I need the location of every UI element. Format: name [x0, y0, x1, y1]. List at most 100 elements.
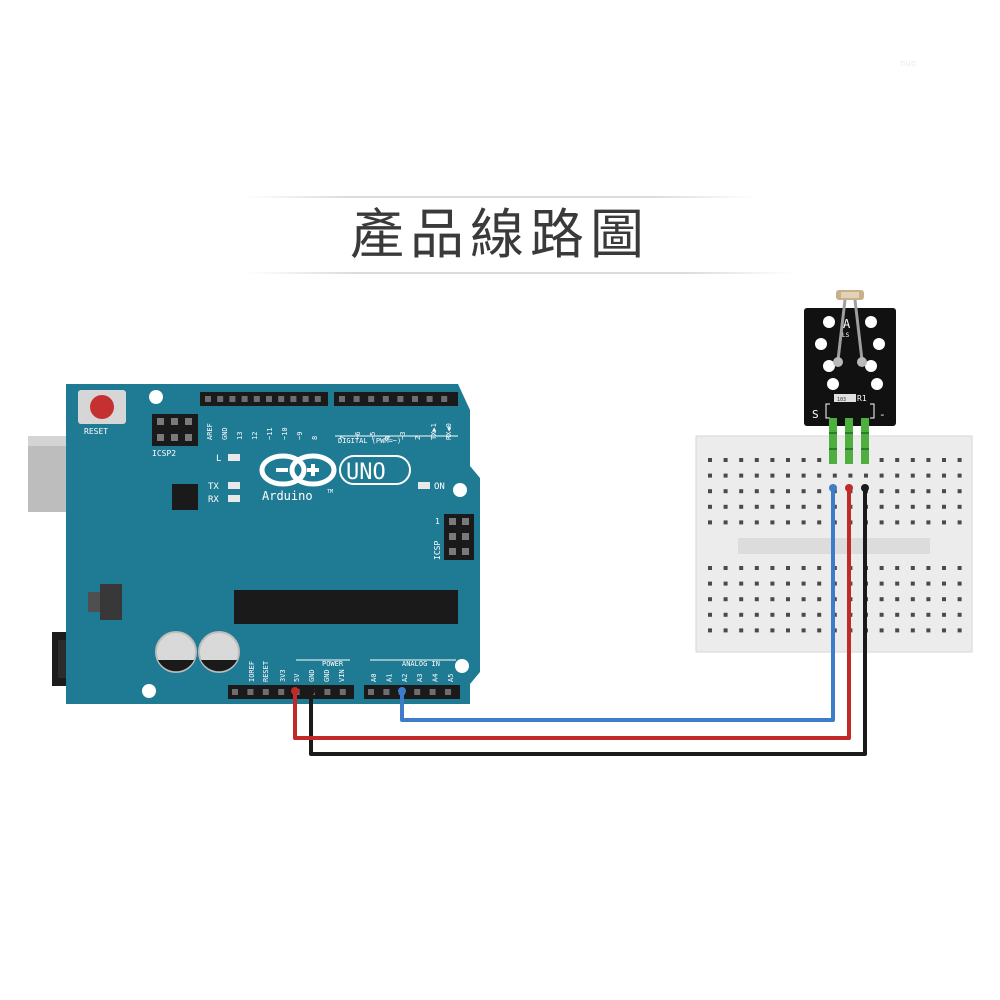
header-pin	[368, 396, 375, 402]
power-header	[228, 685, 354, 699]
breadboard-hole	[848, 473, 853, 478]
watermark: nuo	[900, 59, 916, 69]
digital-pin-holes	[205, 396, 448, 402]
breadboard-hole	[910, 612, 915, 617]
breadboard-hole	[926, 504, 931, 509]
ldr-leg	[853, 299, 864, 361]
power-pin-label: RESET	[262, 660, 270, 682]
digital-pin-label: 12	[251, 432, 259, 440]
breadboard-hole	[957, 597, 962, 602]
digital-pin-label: TX▶1	[430, 423, 438, 440]
digital-label: DIGITAL (PWM=~)	[338, 437, 401, 445]
header-pin	[353, 396, 360, 402]
breadboard-hole	[957, 612, 962, 617]
breadboard-hole	[879, 566, 884, 570]
breadboard-hole	[879, 581, 884, 586]
sensor-mount-hole	[865, 360, 877, 372]
breadboard-hole	[786, 628, 790, 633]
header-pin	[278, 689, 285, 695]
breadboard-hole	[786, 612, 790, 617]
regulator-tab	[88, 592, 100, 612]
digital-pin-label: 2	[414, 436, 422, 440]
icsp-header	[444, 514, 474, 560]
breadboard-hole	[879, 458, 884, 462]
header-pin	[205, 396, 211, 402]
breadboard-hole	[926, 628, 931, 633]
title-rule-top	[245, 196, 755, 198]
analog-header	[364, 685, 460, 699]
breadboard-hole	[708, 520, 712, 525]
sensor-mount-hole	[823, 316, 835, 328]
atmega-chip	[234, 590, 458, 624]
mounting-hole	[453, 483, 467, 497]
digital-pin-label: RX◀0	[445, 423, 453, 440]
breadboard-hole	[801, 628, 806, 633]
breadboard-hole	[723, 504, 728, 509]
breadboard-hole	[910, 597, 915, 602]
breadboard-hole	[817, 566, 822, 570]
sensor-mount-hole	[815, 338, 827, 350]
sensor-pin-s	[829, 418, 837, 464]
wire-end	[291, 687, 299, 695]
breadboard-hole	[942, 458, 946, 462]
breadboard-hole	[879, 489, 884, 494]
power-pin-label: GND	[323, 669, 331, 682]
breadboard-hole	[817, 628, 822, 633]
breadboard-hole	[942, 566, 946, 570]
header-pin	[262, 689, 269, 695]
breadboard-hole	[723, 566, 728, 570]
breadboard-hole	[801, 473, 806, 478]
photoresistor-module: A LS 103 R1 S -	[804, 290, 896, 464]
breadboard-hole	[957, 473, 962, 478]
led-on	[418, 482, 430, 489]
title-block: 產品線路圖	[0, 196, 1000, 276]
header-pin	[278, 396, 285, 402]
led-tx-label: TX	[208, 482, 219, 492]
sensor-mount-hole	[873, 338, 885, 350]
breadboard-hole	[739, 597, 744, 602]
uno-badge	[339, 455, 411, 485]
breadboard-hole	[817, 612, 822, 617]
header-pin	[290, 396, 297, 402]
breadboard-hole	[957, 628, 962, 633]
breadboard-hole	[801, 566, 806, 570]
breadboard-hole	[879, 597, 884, 602]
reset-button	[90, 395, 114, 419]
breadboard-hole	[754, 504, 759, 509]
breadboard-hole	[739, 628, 744, 633]
sensor-pcb	[804, 308, 896, 426]
breadboard-hole	[786, 520, 790, 525]
sensor-pin-vcc	[845, 418, 853, 464]
breadboard-hole	[801, 597, 806, 602]
breadboard-hole	[708, 581, 712, 586]
breadboard-hole	[770, 489, 775, 494]
wire-end	[845, 484, 853, 492]
breadboard-hole	[801, 458, 806, 462]
breadboard-hole	[739, 520, 744, 525]
bottom-pin-holes	[232, 689, 451, 695]
breadboard-hole	[942, 473, 946, 478]
sensor-pin-shading	[829, 432, 869, 450]
pin-bracket	[825, 403, 875, 419]
breadboard-hole	[817, 581, 822, 586]
wires	[291, 484, 869, 756]
breadboard-hole	[910, 489, 915, 494]
header-pin	[266, 396, 272, 402]
header-pin	[247, 689, 254, 695]
capacitor-marking	[158, 660, 194, 672]
breadboard-hole	[879, 628, 884, 633]
breadboard-hole	[754, 597, 759, 602]
breadboard-hole	[708, 628, 712, 633]
breadboard-hole	[770, 504, 775, 509]
breadboard-hole	[739, 612, 744, 617]
breadboard-hole	[942, 597, 946, 602]
breadboard-hole	[910, 458, 915, 462]
breadboard-hole	[786, 473, 790, 478]
power-pin-label: IOREF	[248, 661, 256, 682]
breadboard-hole	[786, 566, 790, 570]
breadboard-hole	[879, 612, 884, 617]
arduino-logo	[259, 453, 337, 487]
breadboard-hole	[879, 504, 884, 509]
